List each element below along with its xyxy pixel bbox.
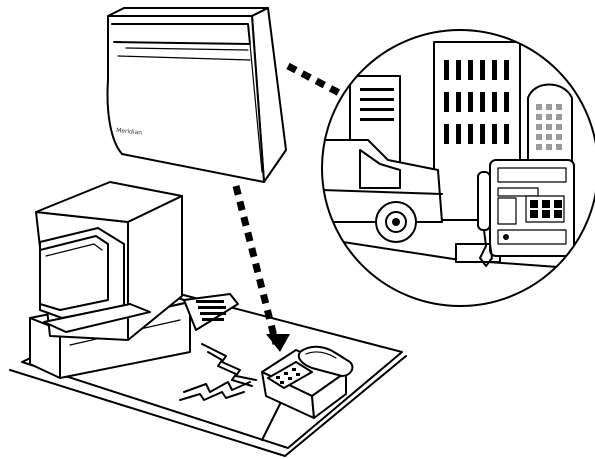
city-inset — [322, 30, 595, 306]
server-cabinet: Meridian — [108, 8, 286, 182]
payphone — [478, 160, 574, 266]
